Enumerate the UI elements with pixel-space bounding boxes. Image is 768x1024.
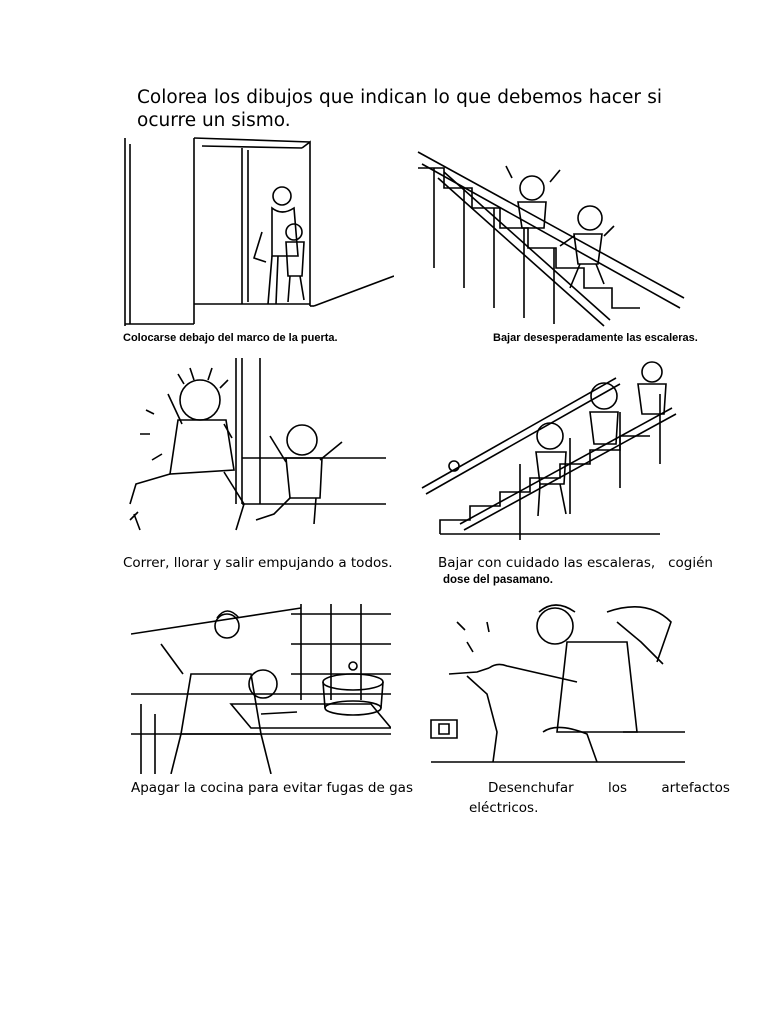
- running-children-illustration: [124, 354, 386, 544]
- unplug-appliance-illustration: [427, 602, 685, 774]
- activity-caption: Bajar desesperadamente las escaleras.: [493, 332, 698, 344]
- activity-caption: Apagar la cocina para evitar fugas de ga…: [131, 780, 413, 796]
- activity-caption: Colocarse debajo del marco de la puerta.: [123, 332, 338, 344]
- kitchen-stove-illustration: [131, 604, 391, 774]
- activity-caption-line-1: Desenchufar los artefactos: [488, 780, 730, 796]
- activity-caption-line-1: Bajar con cuidado las escaleras, cogién: [438, 555, 713, 571]
- worksheet-instructions: Colorea los dibujos que indican lo que d…: [137, 87, 662, 131]
- activity-caption: Correr, llorar y salir empujando a todos…: [123, 555, 393, 571]
- panicked-stairs-illustration: [414, 148, 686, 328]
- activity-caption-line-2: dose del pasamano.: [443, 574, 553, 586]
- door-frame-illustration: [122, 136, 394, 328]
- careful-stairs-illustration: [420, 354, 682, 544]
- activity-caption-line-2: eléctricos.: [469, 800, 539, 816]
